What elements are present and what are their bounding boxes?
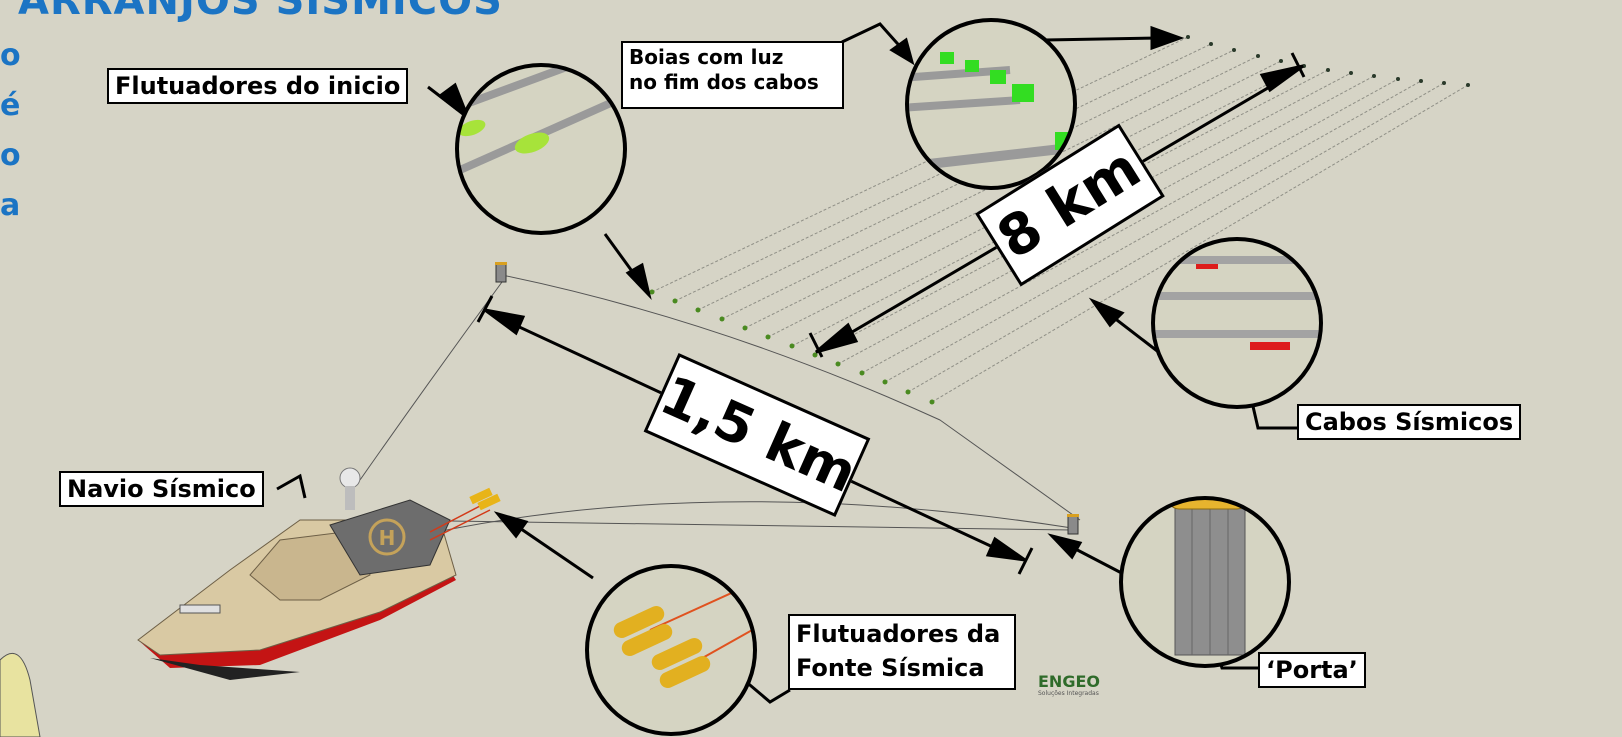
tow-lines (359, 281, 1073, 541)
zoom-circle-source-floats (585, 564, 757, 736)
page-title: ARRANJOS SÍSMICOS (18, 0, 503, 24)
label-tail-buoys: Boias com luz no fim dos cabos (621, 41, 844, 109)
label-tail-buoys-line-1: Boias com luz (629, 45, 784, 69)
label-seismic-ship: Navio Sísmico (59, 471, 264, 507)
label-source-floats: Flutuadores da Fonte Sísmica (788, 614, 1016, 690)
side-text-line-4: a (0, 188, 20, 223)
seismic-ship: H (137, 467, 457, 680)
zoom-circle-tail-buoys (905, 18, 1077, 190)
brand-tagline: Soluções Integradas (1038, 690, 1099, 697)
zoom-circle-door (1119, 496, 1291, 668)
door-right (1067, 514, 1079, 535)
label-door: ‘Porta’ (1258, 652, 1366, 688)
corner-shape (0, 652, 41, 737)
side-text-line-1: o (0, 38, 20, 73)
tail-buoys (1186, 35, 1470, 87)
svg-text:H: H (379, 526, 396, 550)
label-tail-buoys-line-2: no fim dos cabos (629, 70, 819, 94)
source-floats (429, 487, 501, 541)
head-float-line (501, 274, 1081, 521)
label-head-floats: Flutuadores do inicio (107, 68, 409, 104)
zoom-circle-head-floats (455, 63, 627, 235)
brand-logo: ENGEO (1038, 672, 1100, 691)
callout-arrows (276, 22, 1297, 704)
door-left (495, 262, 507, 283)
zoom-circle-streamers (1151, 237, 1323, 409)
label-source-floats-line-1: Flutuadores da (796, 620, 1001, 648)
label-seismic-cables: Cabos Sísmicos (1297, 404, 1522, 440)
head-floats (649, 289, 935, 405)
label-source-floats-line-2: Fonte Sísmica (796, 654, 985, 682)
side-text-line-3: o (0, 138, 20, 173)
side-text-line-2: é (0, 88, 20, 123)
